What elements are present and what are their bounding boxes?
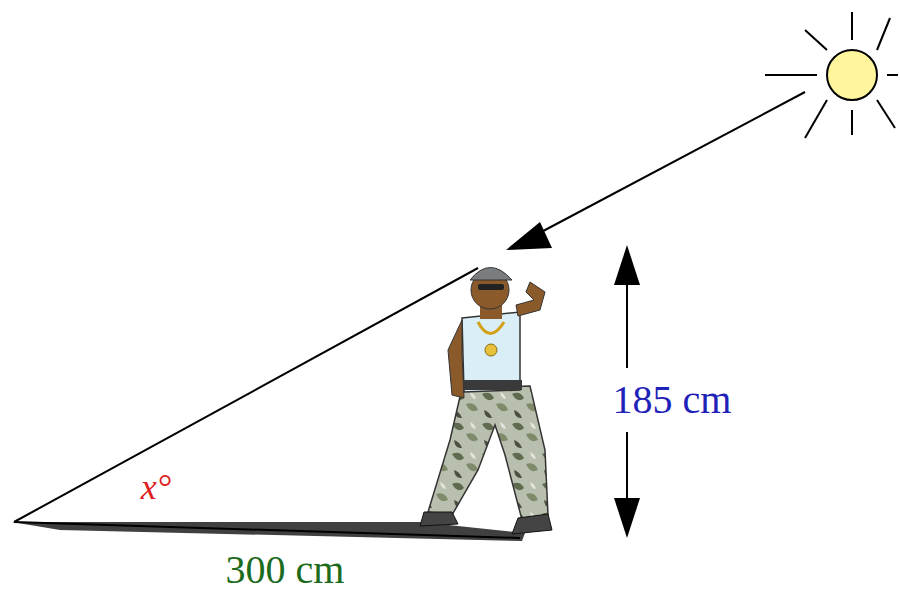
angle-label: x° <box>137 467 175 507</box>
length-dimension: 300 cm <box>222 548 349 592</box>
height-dimension: 185 cm <box>609 378 736 422</box>
arrowhead <box>506 222 552 250</box>
person <box>420 268 552 535</box>
sun <box>765 12 898 138</box>
sun-ray <box>14 268 478 522</box>
sun-ray-arrow <box>530 92 805 238</box>
